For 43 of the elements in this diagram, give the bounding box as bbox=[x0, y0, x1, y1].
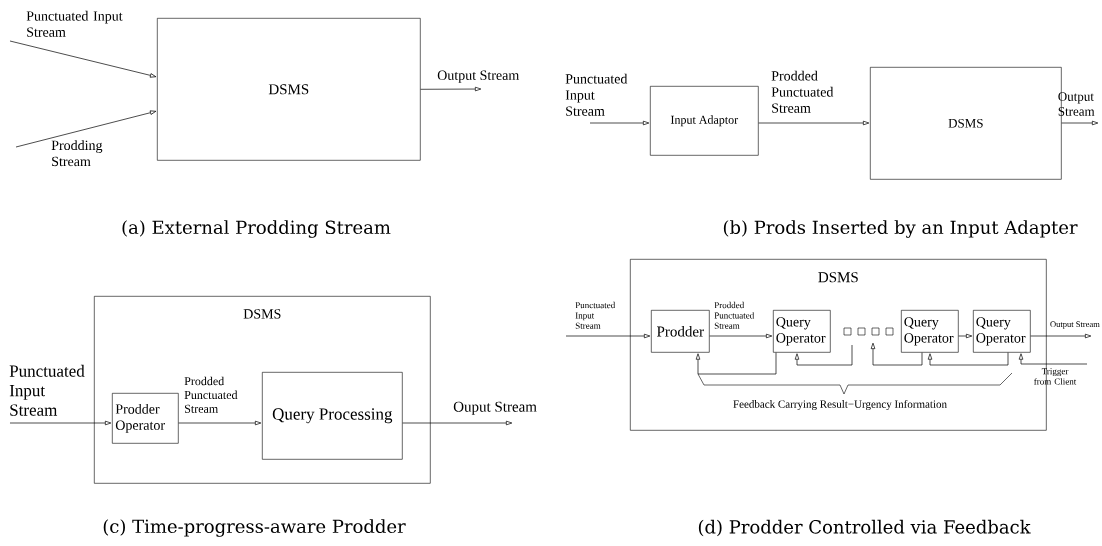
arrow bbox=[589, 120, 650, 126]
caption: (a) External Prodding Stream bbox=[122, 220, 391, 238]
arrow bbox=[420, 86, 482, 92]
process-box: Query Processing bbox=[262, 372, 403, 460]
edge-label: Punctuated Input Stream bbox=[9, 364, 85, 416]
arrow bbox=[927, 352, 1009, 366]
edge-label: Punctuated Input Stream bbox=[575, 301, 616, 329]
edge-label: Punctuated Input Stream bbox=[26, 10, 123, 37]
arrow bbox=[695, 352, 777, 375]
edge-label: Punctuated Input Stream bbox=[565, 73, 628, 116]
edge-label: Trigger from Client bbox=[1034, 368, 1077, 385]
arrow bbox=[9, 420, 112, 426]
process-box: Prodder Operator bbox=[112, 393, 179, 444]
caption: (d) Prodder Controlled via Feedback bbox=[698, 519, 1031, 537]
edge-label: Prodding Stream bbox=[51, 140, 103, 167]
arrow bbox=[794, 344, 853, 366]
arrow bbox=[178, 420, 262, 426]
process-box: Query Operator bbox=[901, 310, 959, 353]
arrow bbox=[758, 120, 870, 126]
arrow bbox=[565, 333, 651, 339]
arrow bbox=[870, 342, 923, 366]
arrow bbox=[1030, 333, 1092, 339]
arrow bbox=[402, 420, 513, 426]
process-box: DSMS bbox=[157, 18, 421, 161]
edge-label: Ouput Stream bbox=[453, 401, 537, 415]
arrow bbox=[709, 333, 773, 339]
process-box: Prodder bbox=[651, 310, 710, 353]
arrow bbox=[15, 110, 157, 148]
edge-label: Prodded Punctuated Stream bbox=[184, 376, 238, 413]
process-box: Input Adaptor bbox=[650, 86, 759, 156]
caption: (b) Prods Inserted by an Input Adapter bbox=[723, 220, 1078, 238]
edge-label: Prodded Punctuated Stream bbox=[714, 301, 755, 329]
feedback-label: Feedback Carrying Result−Urgency Information bbox=[733, 399, 947, 411]
arrow bbox=[958, 333, 973, 339]
edge-label: Output Stream bbox=[1050, 321, 1100, 329]
arrow bbox=[9, 40, 157, 78]
process-box: Query Operator bbox=[973, 310, 1031, 353]
caption: (c) Time-progress-aware Prodder bbox=[103, 519, 406, 537]
edge-label: Output Stream bbox=[437, 70, 520, 83]
arrow bbox=[1061, 120, 1099, 126]
edge-label: Prodded Punctuated Stream bbox=[771, 70, 834, 113]
process-box: Query Operator bbox=[773, 310, 831, 353]
arrow bbox=[1018, 353, 1088, 365]
